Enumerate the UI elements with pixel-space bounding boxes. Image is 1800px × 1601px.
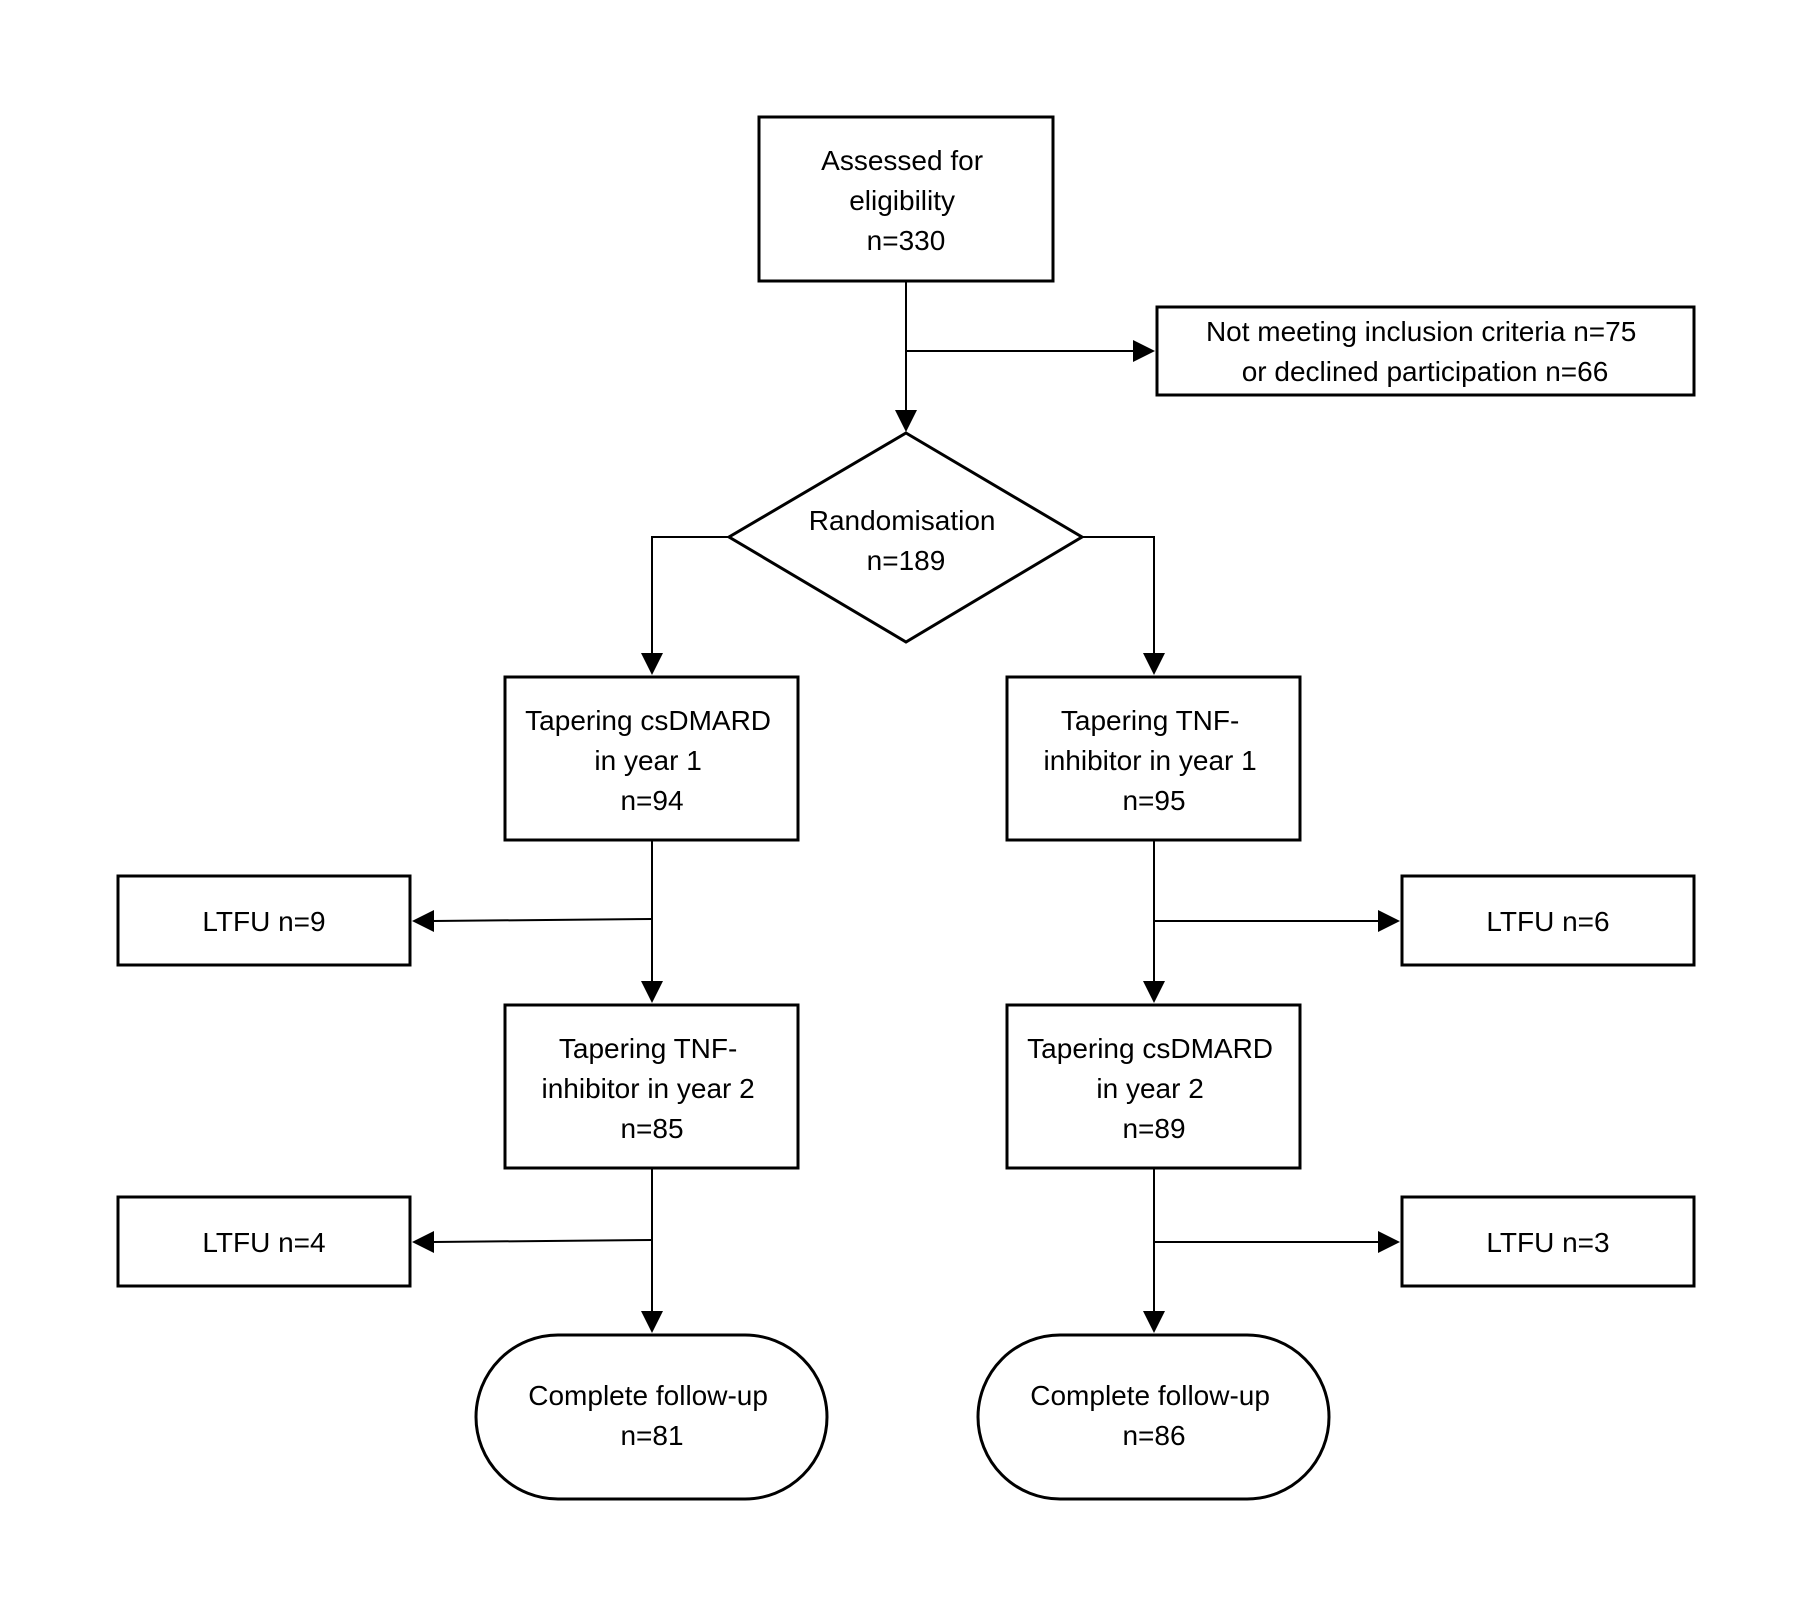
node-right-ltfu1: LTFU n=6 bbox=[1400, 874, 1696, 967]
left-year2-line-3: n=85 bbox=[620, 1113, 683, 1144]
right-year1-label: Tapering TNF- inhibitor in year 1 n=95 bbox=[1043, 705, 1264, 816]
arrowhead-left-year2 bbox=[641, 981, 663, 1003]
left-ltfu2-line-1: LTFU n=4 bbox=[202, 1227, 325, 1258]
left-ltfu2-label: LTFU n=4 bbox=[202, 1227, 325, 1258]
right-year1-box bbox=[1005, 675, 1302, 842]
right-year2-box bbox=[1005, 1003, 1302, 1170]
arrowhead-right-ltfu2 bbox=[1378, 1231, 1400, 1253]
assessed-line-2: eligibility bbox=[849, 185, 955, 216]
left-year2-label: Tapering TNF- inhibitor in year 2 n=85 bbox=[541, 1033, 762, 1144]
randomisation-line-2: n=189 bbox=[867, 545, 946, 576]
left-year2-line-2: inhibitor in year 2 bbox=[541, 1073, 754, 1104]
randomisation-line-1: Randomisation bbox=[809, 505, 996, 536]
right-complete-line-2: n=86 bbox=[1122, 1420, 1185, 1451]
excluded-line-2: or declined participation n=66 bbox=[1242, 356, 1609, 387]
excluded-label: Not meeting inclusion criteria n=75 or d… bbox=[1206, 316, 1644, 387]
edge-randomisation-to-right-year1 bbox=[1082, 536, 1155, 654]
node-left-ltfu2: LTFU n=4 bbox=[116, 1195, 412, 1288]
arrowhead-right-year2 bbox=[1143, 981, 1165, 1003]
left-complete-line-1: Complete follow-up bbox=[528, 1380, 768, 1411]
arrowhead-right-complete bbox=[1143, 1311, 1165, 1333]
left-ltfu1-line-1: LTFU n=9 bbox=[202, 906, 325, 937]
left-ltfu1-box bbox=[116, 874, 412, 967]
edge-randomisation-to-left-year1 bbox=[651, 536, 729, 654]
left-ltfu2-box bbox=[116, 1195, 412, 1288]
edge-to-left-ltfu1 bbox=[432, 918, 653, 922]
left-year1-label: Tapering csDMARD in year 1 n=94 bbox=[525, 705, 779, 816]
right-year2-line-1: Tapering csDMARD bbox=[1027, 1033, 1273, 1064]
left-ltfu1-label: LTFU n=9 bbox=[202, 906, 325, 937]
randomisation-label: Randomisation n=189 bbox=[809, 505, 1004, 576]
left-year1-box bbox=[503, 675, 800, 842]
node-excluded: Not meeting inclusion criteria n=75 or d… bbox=[1155, 305, 1696, 397]
node-left-year2: Tapering TNF- inhibitor in year 2 n=85 bbox=[503, 1003, 800, 1170]
right-ltfu1-line-1: LTFU n=6 bbox=[1486, 906, 1609, 937]
assessed-label: Assessed for eligibility n=330 bbox=[821, 145, 991, 256]
arrowhead-right-year1 bbox=[1143, 653, 1165, 675]
node-left-year1: Tapering csDMARD in year 1 n=94 bbox=[503, 675, 800, 842]
arrowhead-right-ltfu1 bbox=[1378, 910, 1400, 932]
arrowhead-left-ltfu2 bbox=[412, 1231, 434, 1253]
randomisation-diamond bbox=[726, 431, 1085, 644]
assessed-line-3: n=330 bbox=[867, 225, 946, 256]
arrowhead-left-complete bbox=[641, 1311, 663, 1333]
right-ltfu1-label: LTFU n=6 bbox=[1486, 906, 1609, 937]
left-complete-label: Complete follow-up n=81 bbox=[528, 1380, 775, 1451]
right-complete-label: Complete follow-up n=86 bbox=[1030, 1380, 1277, 1451]
excluded-line-1: Not meeting inclusion criteria n=75 bbox=[1206, 316, 1636, 347]
node-left-ltfu1: LTFU n=9 bbox=[116, 874, 412, 967]
left-year1-line-2: in year 1 bbox=[594, 745, 701, 776]
right-ltfu2-box bbox=[1400, 1195, 1696, 1288]
arrowhead-left-year1 bbox=[641, 653, 663, 675]
node-right-complete: Complete follow-up n=86 bbox=[976, 1333, 1331, 1501]
right-year2-label: Tapering csDMARD in year 2 n=89 bbox=[1027, 1033, 1281, 1144]
right-year1-line-1: Tapering TNF- bbox=[1061, 705, 1239, 736]
node-right-year1: Tapering TNF- inhibitor in year 1 n=95 bbox=[1005, 675, 1302, 842]
left-year2-line-1: Tapering TNF- bbox=[559, 1033, 737, 1064]
node-randomisation: Randomisation n=189 bbox=[726, 431, 1085, 644]
arrowhead-excluded bbox=[1133, 340, 1155, 362]
right-year2-line-2: in year 2 bbox=[1096, 1073, 1203, 1104]
node-right-ltfu2: LTFU n=3 bbox=[1400, 1195, 1696, 1288]
edge-to-left-ltfu2 bbox=[432, 1239, 653, 1243]
left-complete-terminator bbox=[474, 1333, 829, 1501]
right-complete-line-1: Complete follow-up bbox=[1030, 1380, 1270, 1411]
right-complete-terminator bbox=[976, 1333, 1331, 1501]
right-ltfu2-label: LTFU n=3 bbox=[1486, 1227, 1609, 1258]
right-ltfu1-box bbox=[1400, 874, 1696, 967]
right-year1-line-3: n=95 bbox=[1122, 785, 1185, 816]
node-left-complete: Complete follow-up n=81 bbox=[474, 1333, 829, 1501]
left-year1-line-3: n=94 bbox=[620, 785, 683, 816]
assessed-line-1: Assessed for bbox=[821, 145, 983, 176]
left-year2-box bbox=[503, 1003, 800, 1170]
left-year1-line-1: Tapering csDMARD bbox=[525, 705, 771, 736]
node-assessed: Assessed for eligibility n=330 bbox=[757, 115, 1055, 283]
node-right-year2: Tapering csDMARD in year 2 n=89 bbox=[1005, 1003, 1302, 1170]
right-year2-line-3: n=89 bbox=[1122, 1113, 1185, 1144]
assessed-box bbox=[757, 115, 1055, 283]
excluded-box bbox=[1155, 305, 1696, 397]
connectors bbox=[412, 281, 1400, 1333]
right-year1-line-2: inhibitor in year 1 bbox=[1043, 745, 1256, 776]
right-ltfu2-line-1: LTFU n=3 bbox=[1486, 1227, 1609, 1258]
arrowhead-randomisation bbox=[895, 410, 917, 432]
left-complete-line-2: n=81 bbox=[620, 1420, 683, 1451]
arrowhead-left-ltfu1 bbox=[412, 910, 434, 932]
